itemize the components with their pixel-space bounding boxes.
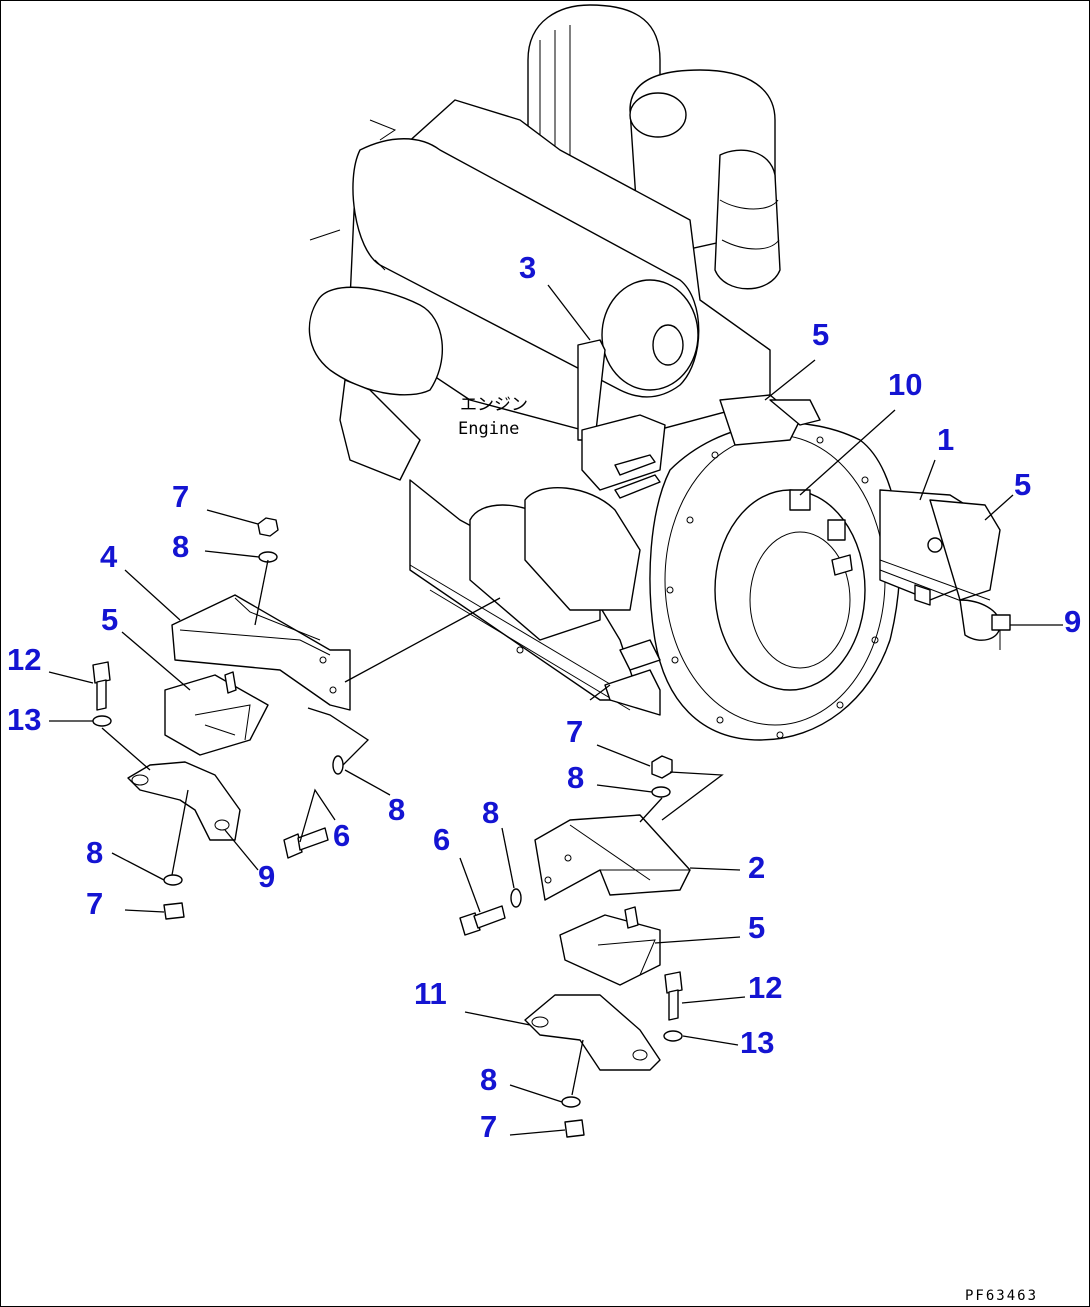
washer-8-center	[651, 786, 671, 798]
callout-13: 13	[7, 702, 41, 737]
callout-10: 10	[888, 367, 922, 402]
callout-8: 8	[482, 795, 499, 830]
callout-5: 5	[1014, 467, 1031, 502]
callout-3: 3	[519, 250, 536, 285]
callout-13: 13	[740, 1025, 774, 1060]
nut-7-top-left	[257, 517, 279, 537]
callout-8: 8	[480, 1062, 497, 1097]
callout-7: 7	[566, 714, 583, 749]
drawing-id: PF63463	[965, 1288, 1038, 1304]
engine-label-japanese: エンジン	[460, 395, 528, 415]
washer-13-right	[663, 1030, 683, 1042]
rubber-mount-5-left	[164, 674, 269, 756]
rubber-mount-5-center	[559, 914, 661, 986]
bracket-11	[524, 994, 661, 1071]
left-mount-assembly	[92, 517, 351, 920]
callout-7: 7	[480, 1109, 497, 1144]
washer-8-center-side	[510, 888, 522, 908]
callout-6: 6	[333, 818, 350, 853]
bracket-9-left	[127, 761, 241, 841]
washer-13-left	[92, 715, 112, 727]
callout-12: 12	[748, 970, 782, 1005]
bracket-2	[534, 814, 691, 901]
callout-numbers: 3 5 10 1 5 9 7 8 4 5 12 13 6 8 9 8 7 7 8…	[7, 250, 1081, 1144]
callout-8: 8	[86, 835, 103, 870]
leader-lines	[48, 284, 1063, 1136]
callout-9: 9	[1064, 604, 1081, 639]
callout-2: 2	[748, 850, 765, 885]
washer-8-bottom	[561, 1096, 581, 1108]
callout-1: 1	[937, 422, 954, 457]
engine-label-english: Engine	[458, 419, 519, 439]
washer-8-lower-left	[163, 874, 183, 886]
callout-5: 5	[101, 602, 118, 637]
callout-7: 7	[86, 886, 103, 921]
callout-6: 6	[433, 822, 450, 857]
callout-7: 7	[172, 479, 189, 514]
bolt-12-left	[92, 661, 111, 684]
bracket-4	[171, 594, 351, 711]
bolt-12-right	[664, 971, 683, 994]
callout-11: 11	[414, 976, 447, 1011]
engine-assembly	[308, 4, 1011, 741]
callout-5: 5	[812, 317, 829, 352]
callout-9: 9	[258, 859, 275, 894]
bolt-6-left	[283, 833, 303, 859]
nut-7-bottom	[564, 1119, 585, 1138]
callout-8: 8	[388, 792, 405, 827]
callout-4: 4	[100, 539, 118, 574]
center-mount-assembly	[459, 755, 691, 1138]
callout-12: 12	[7, 642, 41, 677]
callout-8: 8	[172, 529, 189, 564]
callout-5: 5	[748, 910, 765, 945]
nut-7-lower-left	[163, 902, 185, 920]
callout-8: 8	[567, 760, 584, 795]
washer-8-mid-left	[332, 755, 344, 775]
